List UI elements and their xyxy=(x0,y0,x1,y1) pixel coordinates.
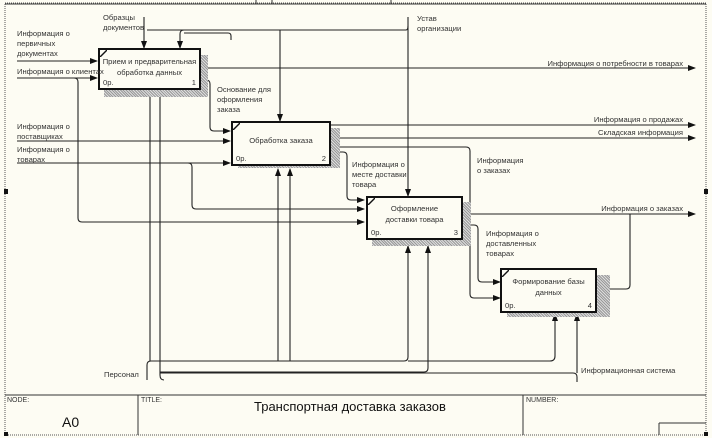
selection-handle[interactable] xyxy=(704,432,708,436)
box-title: Обработка заказа xyxy=(249,136,313,145)
label-goods: Информация о товарах xyxy=(17,145,70,164)
box-corner-mark xyxy=(100,50,107,57)
diagram-frame xyxy=(4,2,707,436)
box-number: 3 xyxy=(453,228,458,237)
box-corner-mark xyxy=(502,270,509,277)
box-number: 2 xyxy=(321,154,326,163)
activity-box-4[interactable]: Формирование базы данных 0р. 4 xyxy=(500,268,597,313)
title-label: TITLE: xyxy=(141,397,163,404)
selection-handle[interactable] xyxy=(4,432,8,436)
node-value: A0 xyxy=(62,414,80,430)
arrow-info-system xyxy=(160,372,578,382)
diagram-title: Транспортная доставка заказов xyxy=(254,399,446,414)
box-cost: 0р. xyxy=(505,301,516,310)
label-order-basis: Основание для оформления заказа xyxy=(217,85,272,114)
activity-box-1[interactable]: Прием и предварительная обработка данных… xyxy=(98,48,201,90)
box-number: 4 xyxy=(587,301,592,310)
label-info-system: Информационная система xyxy=(581,366,676,375)
box-number: 1 xyxy=(191,78,196,87)
label-sales: Информация о продажах xyxy=(593,115,683,124)
label-orders-info: Информация о заказах xyxy=(477,156,524,175)
label-doc-samples: Образцы документов xyxy=(103,13,145,32)
label-personnel: Персонал xyxy=(104,370,139,379)
box-cost: 0р. xyxy=(371,228,382,237)
selection-handle[interactable] xyxy=(704,189,708,194)
node-label: NODE: xyxy=(7,397,30,404)
label-suppliers: Информация о поставщиках xyxy=(17,122,70,141)
label-delivered: Информация о доставленных товарах xyxy=(486,229,539,258)
box-corner-mark xyxy=(368,198,375,205)
number-label: NUMBER: xyxy=(526,397,559,404)
box-title: Прием и предварительная обработка данных xyxy=(102,57,197,77)
box-corner-mark xyxy=(233,123,240,130)
label-needs: Информация о потребности в товарах xyxy=(547,59,683,68)
activity-box-2[interactable]: Обработка заказа 0р. 2 xyxy=(231,121,331,166)
label-delivery-place: Информация о месте доставки товара xyxy=(352,160,407,189)
selection-handle[interactable] xyxy=(4,189,8,194)
label-warehouse: Складская информация xyxy=(598,128,683,137)
box-cost: 0р. xyxy=(236,154,247,163)
box-cost: 0р. xyxy=(103,78,114,87)
label-charter: Устав организации xyxy=(417,14,462,33)
box-title: Оформление доставки товара xyxy=(385,204,444,224)
box-title: Формирование базы данных xyxy=(512,277,585,297)
label-clients: Информация о клиентах xyxy=(17,67,104,76)
activity-box-3[interactable]: Оформление доставки товара 0р. 3 xyxy=(366,196,463,240)
label-primary-docs: Информация о первичных документах xyxy=(17,29,70,58)
label-orders-out: Информация о заказах xyxy=(601,204,683,213)
